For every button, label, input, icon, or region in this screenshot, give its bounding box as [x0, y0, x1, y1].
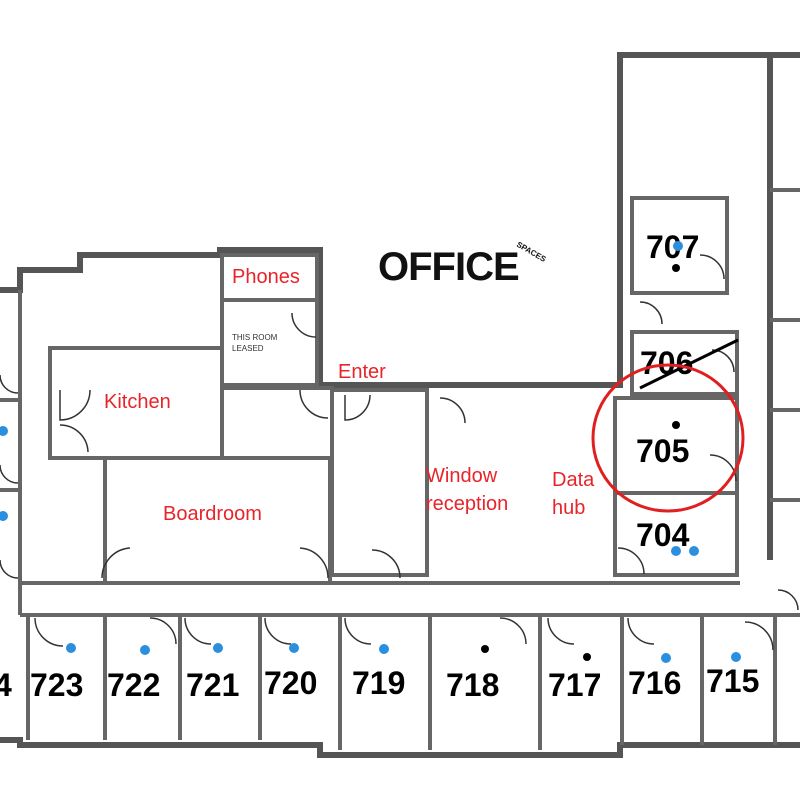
- room-718: 718: [446, 667, 499, 703]
- marker-black: [672, 421, 680, 429]
- label-data-2: hub: [552, 497, 585, 519]
- inner-walls: [0, 188, 800, 750]
- marker-blue: [289, 643, 299, 653]
- marker-blue: [689, 546, 699, 556]
- marker-blue: [673, 241, 683, 251]
- room-722: 722: [107, 667, 160, 703]
- room-721: 721: [186, 667, 239, 703]
- marker-blue: [0, 511, 8, 521]
- label-data-1: Data: [552, 469, 595, 491]
- room-724-partial: 4: [0, 667, 12, 703]
- marker-black: [481, 645, 489, 653]
- label-boardroom: Boardroom: [163, 503, 262, 525]
- label-window-1: Window: [426, 465, 498, 487]
- marker-blue: [66, 643, 76, 653]
- room-707: 707: [646, 229, 699, 265]
- label-leased-1: THIS ROOM: [232, 333, 278, 342]
- marker-blue: [671, 546, 681, 556]
- room-720: 720: [264, 665, 317, 701]
- office-spaces-logo: OFFICE SPACES: [378, 240, 548, 289]
- room-numbers: 707 706 705 704 4 723 722 721 720 719 71…: [0, 229, 759, 703]
- logo-sub: SPACES: [515, 240, 548, 264]
- marker-blue: [213, 643, 223, 653]
- marker-blue: [379, 644, 389, 654]
- markers: [0, 241, 741, 663]
- room-717: 717: [548, 667, 601, 703]
- marker-blue: [731, 652, 741, 662]
- highlight-circle-705: [591, 363, 745, 513]
- label-leased-2: LEASED: [232, 344, 264, 353]
- room-716: 716: [628, 665, 681, 701]
- outer-walls: [0, 52, 800, 758]
- marker-blue: [661, 653, 671, 663]
- marker-blue: [140, 645, 150, 655]
- room-723: 723: [30, 667, 83, 703]
- label-phones: Phones: [232, 266, 300, 288]
- room-704: 704: [636, 517, 690, 553]
- marker-black: [672, 264, 680, 272]
- label-window-2: reception: [426, 493, 508, 515]
- room-715: 715: [706, 663, 759, 699]
- marker-blue: [0, 426, 8, 436]
- area-labels: Phones Kitchen Boardroom Enter Window re…: [104, 266, 595, 525]
- room-705: 705: [636, 433, 689, 469]
- label-kitchen: Kitchen: [104, 391, 171, 413]
- logo-main: OFFICE: [378, 245, 519, 289]
- room-719: 719: [352, 665, 405, 701]
- label-enter: Enter: [338, 361, 386, 383]
- strikethrough-706: [639, 338, 739, 390]
- marker-black: [583, 653, 591, 661]
- doors: [0, 254, 799, 651]
